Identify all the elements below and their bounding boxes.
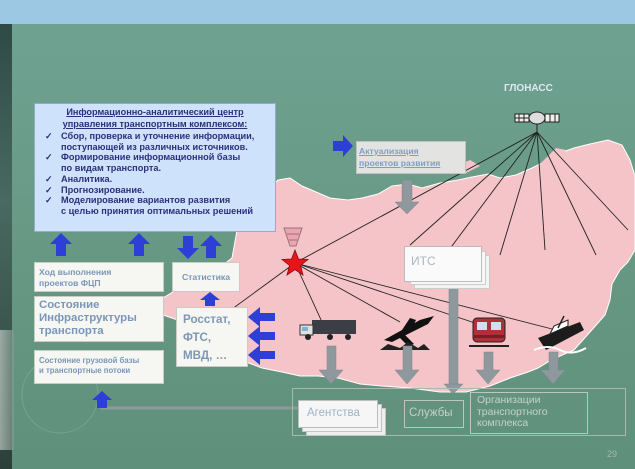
organizations-box: Организации транспортного комплекса [470,392,588,434]
top-bar [0,0,635,24]
blue-arrow-up-1 [50,233,72,256]
infrastructure-state-box: Состояние Инфраструктуры транспорта [34,296,164,342]
info-center-item: с целью принятия оптимальных решений [47,206,275,217]
grey-arrow-its-head [443,383,464,395]
data-sources-box: Росстат, ФТС, МВД, … [176,307,248,367]
info-center-item: ✓ Сбор, проверка и уточнение информации, [45,131,275,142]
info-center-item: ✓ Моделирование вариантов развития [45,195,275,206]
organizations-line-2: транспортного [477,405,548,418]
info-center-item: поступающей из различных источников. [47,142,275,153]
ship-icon [533,315,587,354]
truck-icon [299,320,356,340]
analytic-center-star-icon [280,248,310,276]
island-shape [296,192,322,204]
organizations-line-1: Организации [477,394,541,406]
info-center-list: ✓Сбор, проверка и уточнение информации,п… [35,131,275,217]
info-center-item-text: Моделирование вариантов развития [61,195,231,206]
antenna-icon [283,227,303,247]
page-number: 29 [607,449,618,459]
cargo-state-line-2: и транспортные потоки [39,366,131,375]
blue-arrows [50,135,353,408]
blue-arrow-left-3 [248,345,275,365]
bottom-frame [292,388,626,436]
data-source-mvd: МВД, … [183,349,228,362]
train-icon [469,317,509,347]
info-center-box: Информационно-аналитический центр управл… [34,103,276,232]
island-shape [540,148,566,166]
info-center-title-2: управления транспортным комплексом: [62,119,248,129]
blue-arrow-right-update [333,135,353,157]
grey-arrow-down-update [394,179,420,215]
fcp-progress-line-2: проектов ФЦП [39,278,101,288]
its-box: ИТС [404,246,482,282]
checkmark-icon: ✓ [45,173,53,184]
grey-arrow-truck [318,345,344,385]
blue-arrow-up-3 [200,235,222,258]
grey-arrow-plane [394,345,420,385]
airplane-icon [380,316,434,350]
info-center-item: ✓ Аналитика. [45,173,275,185]
update-projects-line-2: проектов развития [359,158,441,168]
info-center-item-text: Прогнозирование. [61,184,145,195]
services-box: Службы [404,400,464,428]
info-center-item-text: Сбор, проверка и уточнение информации, [61,131,255,141]
info-center-item: ✓ Формирование информационной базы [45,152,275,163]
checkmark-icon: ✓ [45,152,53,163]
fcp-progress-box: Ход выполнения проектов ФЦП [34,262,164,292]
data-source-rosstat: Росстат, [183,313,231,326]
update-projects-box: Актуализация проектов развития [356,141,466,174]
info-center-title-1: Информационно-аналитический центр [66,107,244,117]
blue-arrow-up-bottom [92,391,112,408]
agency-box: Агентства [298,400,378,428]
glonass-signal-lines [294,131,629,264]
blue-arrow-up-2 [128,233,150,256]
infrastructure-line-1: Состояние [39,299,100,311]
blue-arrow-up-stats [200,292,220,306]
info-center-item-text: поступающей из различных источников. [61,141,248,152]
checkmark-icon: ✓ [45,195,53,206]
statistics-box: Статистика [172,262,240,292]
grey-elbow-line [100,402,298,410]
checkmark-icon: ✓ [45,131,53,141]
info-center-item-text: по видам транспорта. [61,163,161,174]
data-source-fts: ФТС, [183,331,212,344]
grey-arrows [318,179,566,395]
left-photo-strip-lower [0,330,14,450]
glonass-label: ГЛОНАСС [504,83,553,94]
info-center-item-text: с целью принятия оптимальных решений [61,205,254,216]
info-center-item-text: Формирование информационной базы [61,152,241,163]
satellite-icon [514,111,560,132]
grey-arrow-ship [540,351,566,385]
info-center-item: по видам транспорта. [47,163,275,174]
checkmark-icon: ✓ [45,184,53,195]
info-center-item: ✓ Прогнозирование. [45,184,275,196]
blue-arrow-left-2 [248,326,275,346]
infrastructure-line-3: транспорта [39,325,104,337]
organizations-line-3: комплекса [477,417,529,429]
cargo-state-box: Состояние грузовой базы и транспортные п… [34,350,164,384]
info-center-item-text: Аналитика. [61,173,113,184]
blue-arrow-left-1 [248,307,275,327]
grey-arrow-train [475,351,501,385]
cargo-state-line-1: Состояние грузовой базы [39,356,140,365]
fcp-progress-line-1: Ход выполнения [39,267,112,277]
blue-arrow-down [177,236,199,259]
update-projects-line-1: Актуализация [359,146,419,156]
infrastructure-line-2: Инфраструктуры [39,312,137,324]
